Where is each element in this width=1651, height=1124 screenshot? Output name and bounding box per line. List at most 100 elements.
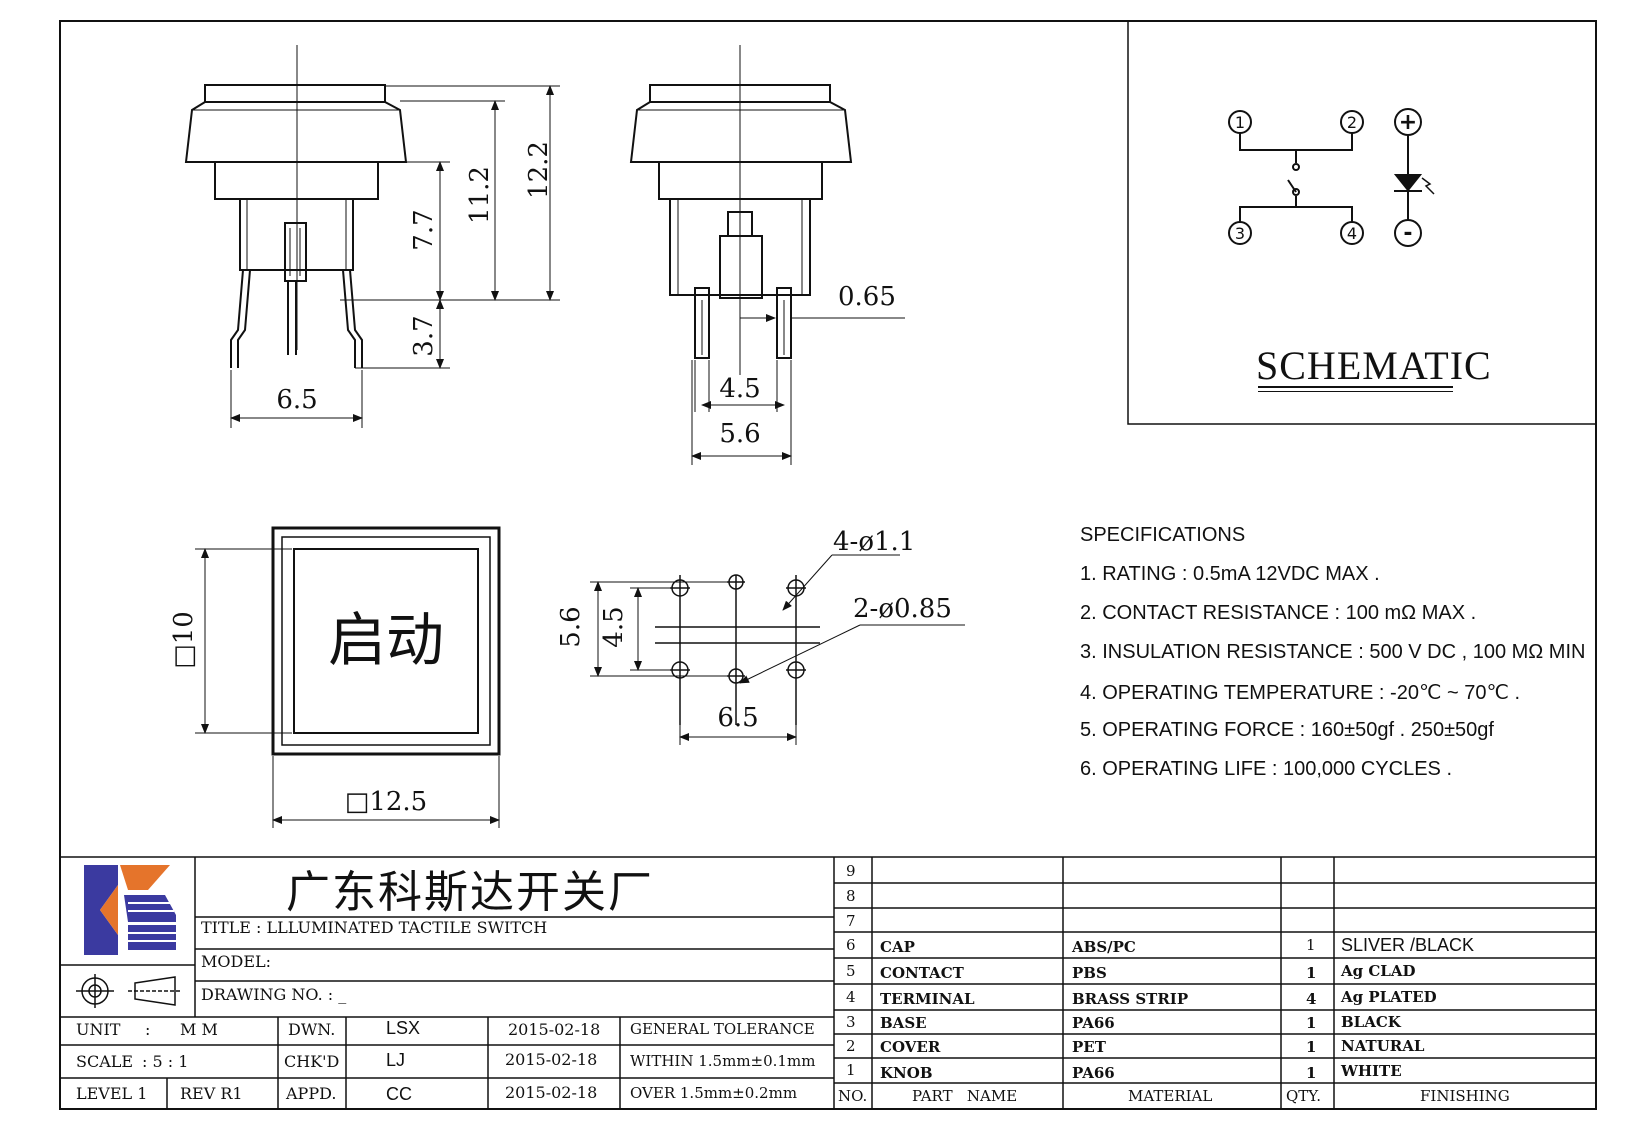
bom-material: PA66 [1072, 1064, 1115, 1082]
dim-side-6-5: 6.5 [276, 385, 317, 415]
bom-finishing: BLACK [1341, 1013, 1401, 1031]
checked-label: CHK'D [284, 1052, 340, 1071]
bom-header-material: MATERIAL [1128, 1087, 1213, 1105]
schematic-pin-1: 1 [1235, 113, 1245, 132]
checked-by: LJ [386, 1050, 406, 1070]
drawing-title: TITLE : LLLUMINATED TACTILE SWITCH [201, 918, 548, 937]
dim-pcb-6-5: 6.5 [717, 703, 758, 733]
dim-12-2: 12.2 [524, 141, 554, 199]
bom-part-name: KNOB [880, 1064, 933, 1082]
front-view [629, 45, 853, 375]
bom-qty: 1 [1306, 1064, 1317, 1082]
bom-qty: 1 [1306, 964, 1317, 982]
level-value: LEVEL 1 [76, 1084, 148, 1103]
bom-finishing: Ag PLATED [1341, 988, 1437, 1006]
bom-row-no: 8 [846, 887, 856, 905]
side-view-dimensions [230, 85, 560, 428]
drawn-label: DWN. [288, 1020, 336, 1039]
unit-value: M M [180, 1020, 218, 1039]
spec-item-rating: 1. RATING : 0.5mA 12VDC MAX . [1080, 563, 1380, 585]
drawing-number: DRAWING NO. : _ [201, 985, 347, 1004]
projection-symbol-icon [76, 974, 182, 1008]
bom-part-name: CAP [880, 938, 915, 956]
company-logo [84, 865, 176, 955]
bom-header-qty: QTY. [1286, 1087, 1322, 1105]
dim-2-holes: 2-ø0.85 [853, 594, 952, 624]
general-tolerance-title: GENERAL TOLERANCE [630, 1020, 815, 1038]
bom-finishing: SLIVER /BLACK [1341, 935, 1475, 955]
bom-finishing: WHITE [1341, 1062, 1402, 1080]
bom-finishing: NATURAL [1341, 1037, 1425, 1055]
bom-row-no: 1 [846, 1061, 856, 1079]
schematic-pin-4: 4 [1347, 224, 1357, 243]
bom-row-no: 9 [846, 862, 856, 880]
approved-label: APPD. [286, 1084, 337, 1103]
specifications-heading: SPECIFICATIONS [1080, 524, 1246, 546]
schematic-pin-3: 3 [1235, 224, 1245, 243]
unit-separator: : [145, 1020, 151, 1039]
scale-value: : 5 : 1 [142, 1052, 189, 1071]
bom-qty: 4 [1306, 990, 1317, 1008]
bom-header-finishing: FINISHING [1420, 1087, 1510, 1105]
spec-item-contact-resistance: 2. CONTACT RESISTANCE : 100 mΩ MAX . [1080, 602, 1477, 624]
bom-header-part-name: PART NAME [912, 1087, 1018, 1105]
bom-material: PA66 [1072, 1014, 1115, 1032]
front-view-dimensions [691, 314, 905, 465]
bom-row-no: 3 [846, 1013, 856, 1031]
bom-part-name: CONTACT [880, 964, 964, 982]
bom-qty: 1 [1306, 1014, 1317, 1032]
bom-part-name: COVER [880, 1038, 941, 1056]
model-label: MODEL: [201, 952, 272, 971]
title-block-grid [60, 856, 1596, 1109]
dim-4-holes: 4-ø1.1 [833, 527, 915, 557]
dim-3-7: 3.7 [409, 315, 439, 356]
unit-label: UNIT [76, 1020, 121, 1039]
revision-value: REV R1 [180, 1084, 243, 1103]
schematic-title: SCHEMATIC [1256, 343, 1492, 388]
dim-square-10: □10 [169, 611, 199, 669]
bom-row-no: 2 [846, 1037, 856, 1055]
drawn-date: 2015-02-18 [508, 1020, 601, 1039]
top-view [195, 526, 501, 828]
dim-11-2: 11.2 [465, 166, 495, 224]
spec-item-operating-temperature: 4. OPERATING TEMPERATURE : -20℃ ~ 70℃ . [1080, 682, 1521, 704]
approved-by: CC [386, 1084, 412, 1104]
spec-item-insulation-resistance: 3. INSULATION RESISTANCE : 500 V DC , 10… [1080, 641, 1586, 663]
led-plus-sign: + [1399, 110, 1417, 135]
company-name: 广东科斯达开关厂 [286, 867, 654, 918]
bom-qty: 1 [1306, 936, 1316, 954]
schematic-pin-2: 2 [1347, 113, 1357, 132]
bom-row-no: 7 [846, 912, 856, 930]
bom-row-no: 4 [846, 988, 856, 1006]
spec-item-operating-life: 6. OPERATING LIFE : 100,000 CYCLES . [1080, 758, 1453, 780]
tolerance-within: WITHIN 1.5mm±0.1mm [630, 1052, 816, 1070]
dim-square-12-5: □12.5 [345, 787, 427, 817]
spec-item-operating-force: 5. OPERATING FORCE : 160±50gf . 250±50gf [1080, 719, 1494, 741]
cap-text: 启动 [328, 606, 444, 674]
bom-finishing: Ag CLAD [1341, 962, 1416, 980]
scale-label: SCALE [76, 1052, 134, 1071]
bom-row-no: 6 [846, 936, 856, 954]
bom-part-name: BASE [880, 1014, 927, 1032]
dim-pcb-4-5: 4.5 [599, 606, 629, 647]
dim-pcb-5-6: 5.6 [556, 606, 586, 647]
dim-0-65: 0.65 [838, 282, 896, 312]
bom-material: PET [1072, 1038, 1106, 1056]
dim-front-5-6: 5.6 [719, 419, 760, 449]
pcb-layout [590, 554, 965, 745]
bom-material: ABS/PC [1072, 938, 1136, 956]
bom-material: BRASS STRIP [1072, 990, 1189, 1008]
drawing-border [59, 20, 1597, 1110]
approved-date: 2015-02-18 [505, 1083, 598, 1102]
side-view [184, 45, 408, 368]
checked-date: 2015-02-18 [505, 1050, 598, 1069]
tolerance-over: OVER 1.5mm±0.2mm [630, 1084, 798, 1102]
bom-qty: 1 [1306, 1038, 1317, 1056]
dim-7-7: 7.7 [409, 209, 439, 250]
dim-front-4-5: 4.5 [719, 374, 760, 404]
schematic-title-underline [1258, 386, 1453, 392]
bom-part-name: TERMINAL [880, 990, 975, 1008]
drawn-by: LSX [386, 1018, 421, 1038]
schematic-symbol [1228, 108, 1435, 247]
